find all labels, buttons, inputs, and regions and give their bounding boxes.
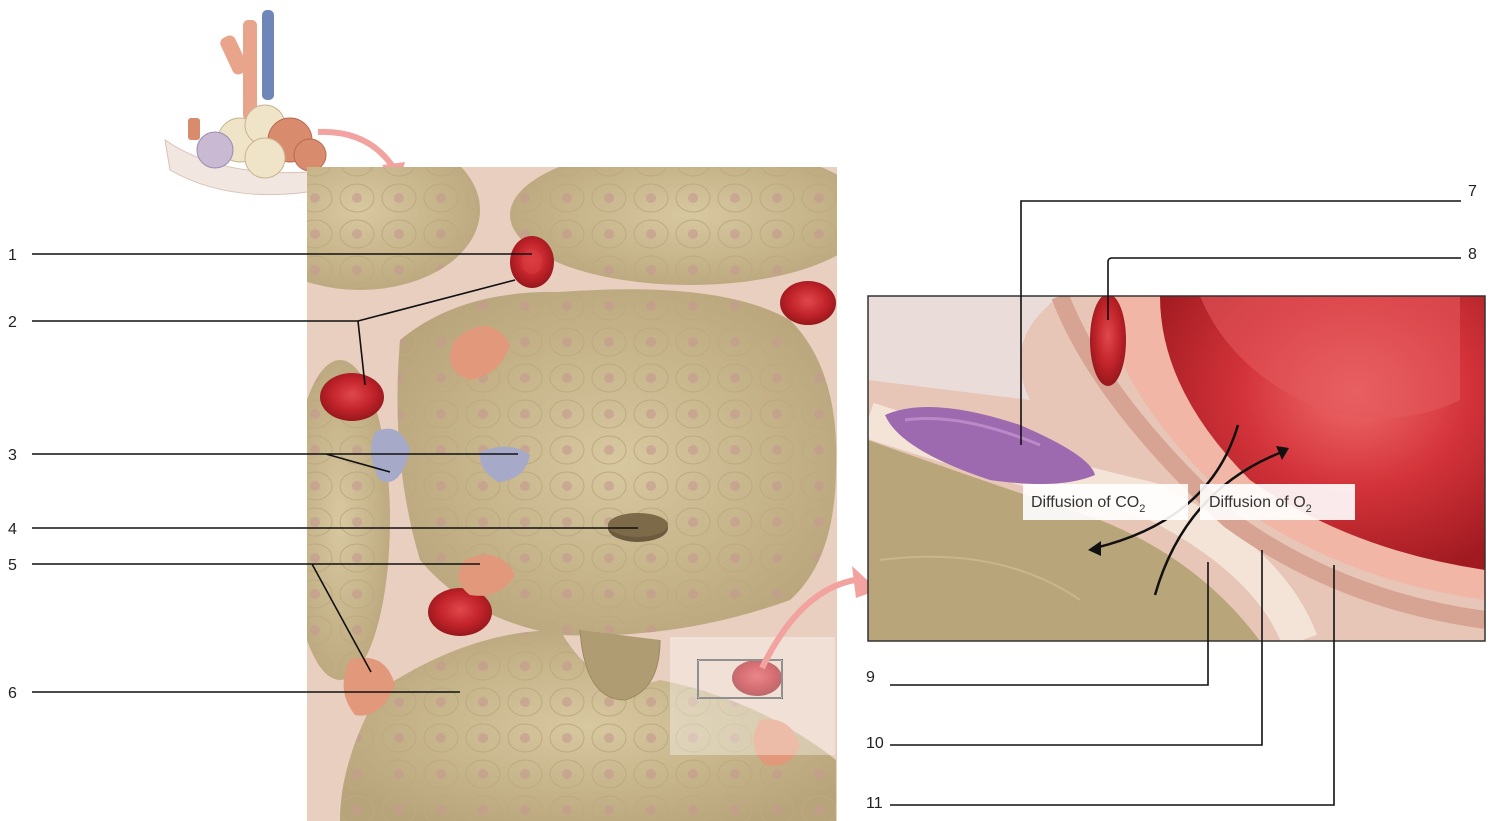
label-3: 3: [8, 447, 17, 464]
label-2: 2: [8, 314, 17, 331]
label-11: 11: [866, 795, 883, 812]
main-alveolus-illustration: [240, 130, 870, 821]
co2-diffusion-label: Diffusion of CO2: [1023, 484, 1188, 520]
label-7: 7: [1468, 183, 1477, 200]
lung-overview-illustration: [165, 10, 350, 195]
label-6: 6: [8, 685, 17, 702]
label-1: 1: [8, 247, 17, 264]
label-8: 8: [1468, 246, 1477, 263]
respiratory-membrane-inset: [868, 294, 1485, 641]
zoom-arrow-top: [318, 132, 395, 170]
label-10: 10: [866, 735, 884, 752]
o2-diffusion-label: Diffusion of O2: [1200, 484, 1355, 520]
label-4: 4: [8, 521, 17, 538]
label-5: 5: [8, 557, 17, 574]
label-9: 9: [866, 669, 875, 686]
